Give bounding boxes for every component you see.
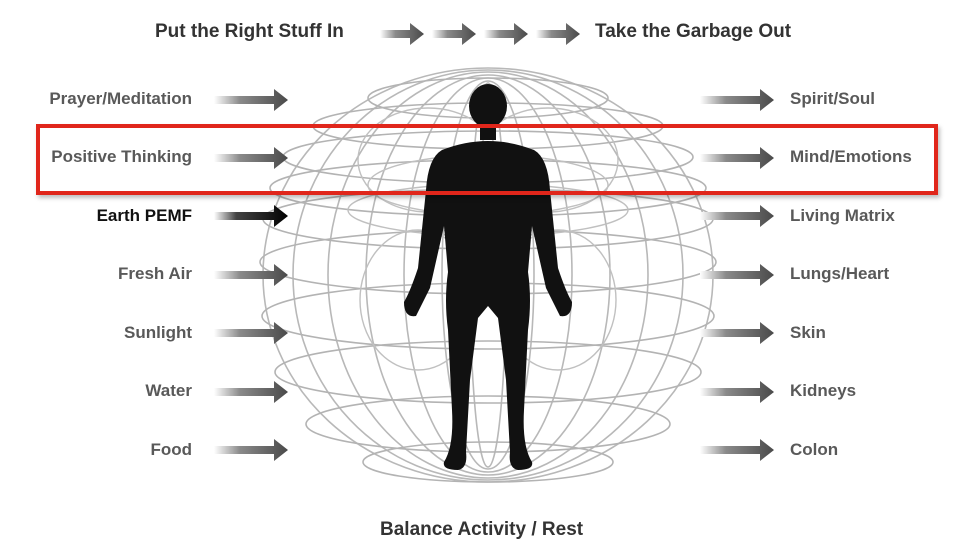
header-arrow-2 [432,23,476,45]
input-arrow-6 [214,381,288,403]
output-arrow-3 [700,205,774,227]
input-label-water: Water [145,381,192,400]
input-arrow-7 [214,439,288,461]
output-label-spirit-soul: Spirit/Soul [790,89,875,108]
input-arrow-2 [214,147,288,169]
input-arrows [214,89,288,461]
input-label-fresh-air: Fresh Air [117,264,192,283]
input-label-prayer: Prayer/Meditation [49,89,192,108]
output-label-kidneys: Kidneys [790,381,857,400]
output-arrows [700,89,774,461]
input-label-earth-pemf: Earth PEMF [96,206,192,225]
output-label-lungs-heart: Lungs/Heart [790,264,890,283]
header-arrows [380,23,580,45]
output-arrow-1 [700,89,774,111]
input-arrow-5 [214,322,288,344]
output-label-living-matrix: Living Matrix [790,206,895,225]
header-arrow-3 [484,23,528,45]
header-arrow-4 [536,23,580,45]
output-arrow-6 [700,381,774,403]
output-arrow-4 [700,264,774,286]
footer-caption: Balance Activity / Rest [380,519,584,540]
output-label-skin: Skin [790,323,826,342]
output-arrow-7 [700,439,774,461]
input-arrow-1 [214,89,288,111]
output-label-colon: Colon [790,440,839,459]
human-figure [404,84,572,470]
header-arrow-1 [380,23,424,45]
output-arrow-5 [700,322,774,344]
header-left-title: Put the Right Stuff In [155,21,344,42]
header-right-title: Take the Garbage Out [595,21,792,42]
highlight-box [36,124,938,195]
input-label-sunlight: Sunlight [124,323,192,342]
input-arrow-4 [214,264,288,286]
input-arrow-3 [214,205,288,227]
input-label-food: Food [150,440,192,459]
output-label-mind-emotions: Mind/Emotions [790,147,912,166]
output-arrow-2 [700,147,774,169]
input-label-positive-thinking: Positive Thinking [51,147,192,166]
